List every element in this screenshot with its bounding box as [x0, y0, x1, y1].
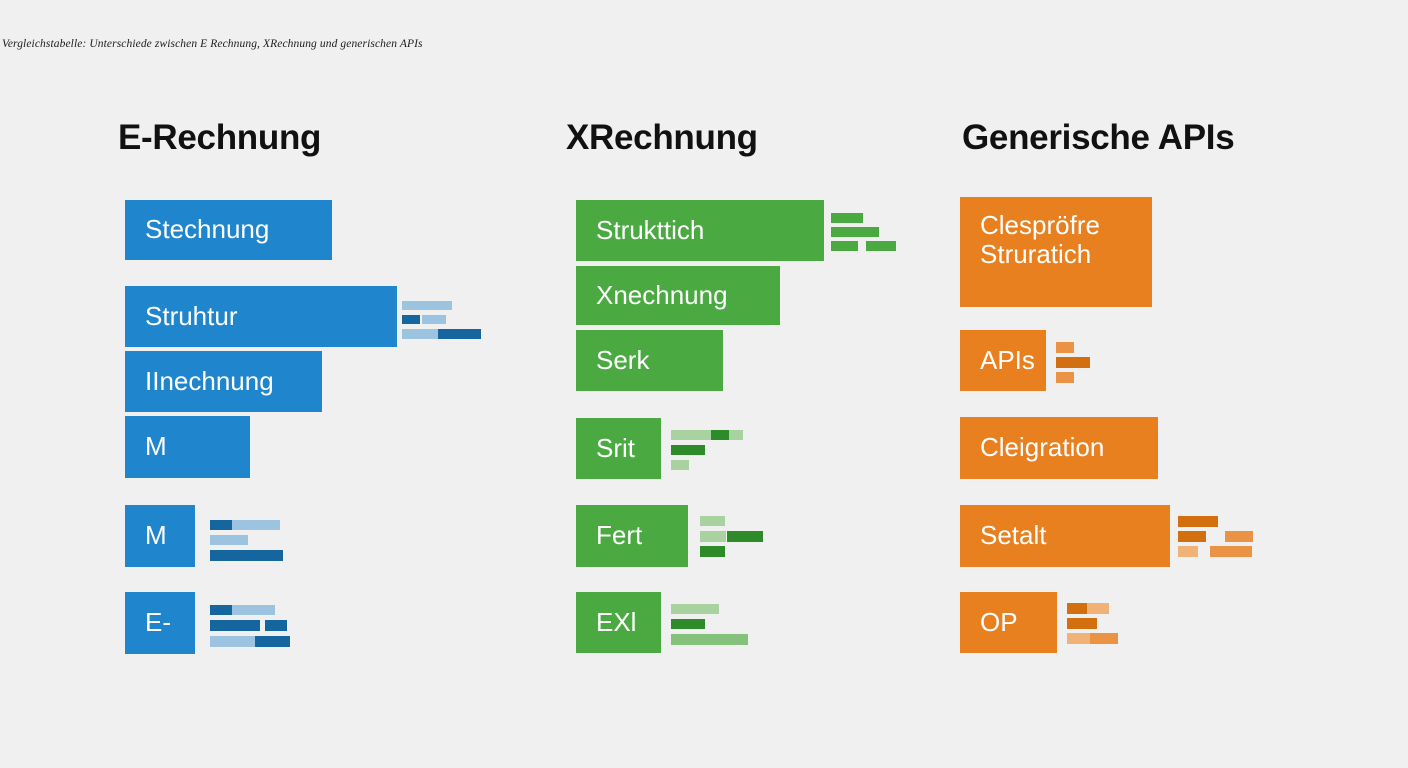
bar-xrechnung-3[interactable]: Srit: [576, 418, 661, 479]
bar-label: M: [145, 520, 167, 551]
detail-mark: [402, 315, 420, 324]
bar-xrechnung-4[interactable]: Fert: [576, 505, 688, 567]
detail-mark: [866, 241, 896, 251]
detail-mark: [729, 430, 743, 440]
detail-mark: [265, 620, 287, 631]
bar-detail-marks-xrechnung-4: [576, 505, 976, 567]
detail-mark: [1178, 516, 1218, 527]
detail-mark: [1087, 603, 1109, 614]
detail-mark: [831, 241, 858, 251]
detail-mark: [210, 620, 260, 631]
detail-mark: [255, 636, 290, 647]
detail-mark: [1178, 531, 1206, 542]
detail-mark: [1056, 372, 1074, 383]
detail-mark: [210, 520, 232, 530]
detail-mark: [700, 516, 725, 526]
bar-e-rechnung-1[interactable]: Struhtur: [125, 286, 397, 347]
bar-xrechnung-5[interactable]: EXl: [576, 592, 661, 653]
detail-mark: [1178, 546, 1198, 557]
detail-mark: [671, 634, 748, 645]
detail-mark: [700, 546, 725, 557]
bar-detail-marks-xrechnung-0: [576, 200, 976, 261]
detail-mark: [1067, 633, 1090, 644]
bar-detail-marks-e-rechnung-5: [125, 592, 525, 654]
detail-mark: [671, 619, 705, 629]
bar-label: IInechnung: [145, 365, 274, 396]
bar-label: APIs: [980, 344, 1035, 375]
detail-mark: [1056, 342, 1074, 353]
detail-mark: [711, 430, 729, 440]
figure-caption: Vergleichstabelle: Unterschiede zwischen…: [2, 38, 423, 50]
bar-label: OP: [980, 606, 1018, 637]
bar-label-line: Struratich: [980, 239, 1092, 270]
bar-generische-apis-4[interactable]: OP: [960, 592, 1057, 653]
detail-mark: [232, 605, 275, 615]
bar-xrechnung-0[interactable]: Strukttich: [576, 200, 824, 261]
bar-detail-marks-generische-apis-4: [960, 592, 1360, 653]
detail-mark: [671, 460, 689, 470]
bar-detail-marks-e-rechnung-1: [125, 286, 525, 347]
bar-generische-apis-1[interactable]: APIs: [960, 330, 1046, 391]
detail-mark: [831, 213, 863, 223]
bar-label: Xnechnung: [596, 279, 728, 310]
detail-mark: [671, 430, 711, 440]
bar-detail-marks-generische-apis-3: [960, 505, 1360, 567]
column-heading-e-rechnung: E-Rechnung: [118, 118, 322, 157]
bar-label: Srit: [596, 432, 635, 463]
bar-xrechnung-1[interactable]: Xnechnung: [576, 266, 780, 325]
column-heading-xrechnung: XRechnung: [566, 118, 758, 157]
bar-e-rechnung-5[interactable]: E-: [125, 592, 195, 654]
bar-e-rechnung-0[interactable]: Stechnung: [125, 200, 332, 260]
bar-label: M: [145, 431, 167, 462]
detail-mark: [671, 445, 705, 455]
bar-e-rechnung-3[interactable]: M: [125, 416, 250, 478]
bar-detail-marks-generische-apis-1: [960, 330, 1360, 391]
detail-mark: [402, 301, 452, 310]
bar-label: Serk: [596, 344, 650, 375]
bar-detail-marks-e-rechnung-4: [125, 505, 525, 567]
bar-label: Setalt: [980, 520, 1047, 551]
bar-label: E-: [145, 607, 171, 638]
bar-label: EXl: [596, 606, 637, 637]
bar-label: Strukttich: [596, 214, 705, 245]
bar-label: Stechnung: [145, 214, 270, 245]
detail-mark: [1067, 618, 1097, 629]
detail-mark: [1090, 633, 1118, 644]
detail-mark: [232, 520, 280, 530]
detail-mark: [210, 550, 283, 561]
detail-mark: [1056, 357, 1090, 368]
bar-detail-marks-xrechnung-3: [576, 418, 976, 479]
detail-mark: [671, 604, 719, 614]
detail-mark: [727, 531, 763, 542]
bar-e-rechnung-4[interactable]: M: [125, 505, 195, 567]
detail-mark: [210, 605, 232, 615]
column-heading-generische-apis: Generische APIs: [962, 118, 1235, 157]
bar-label-line: Clespröfre: [980, 210, 1100, 240]
bar-e-rechnung-2[interactable]: IInechnung: [125, 351, 322, 412]
bar-xrechnung-2[interactable]: Serk: [576, 330, 723, 391]
detail-mark: [210, 535, 248, 545]
detail-mark: [438, 329, 481, 339]
detail-mark: [422, 315, 446, 324]
detail-mark: [210, 636, 255, 647]
detail-mark: [402, 329, 438, 339]
detail-mark: [831, 227, 879, 237]
bar-label: Fert: [596, 520, 643, 551]
bar-detail-marks-xrechnung-5: [576, 592, 976, 653]
detail-mark: [1225, 531, 1253, 542]
detail-mark: [1210, 546, 1252, 557]
detail-mark: [700, 531, 726, 542]
bar-label: Struhtur: [145, 300, 238, 331]
bar-generische-apis-2[interactable]: Cleigration: [960, 417, 1158, 479]
bar-generische-apis-3[interactable]: Setalt: [960, 505, 1170, 567]
bar-label: Cleigration: [980, 432, 1105, 463]
detail-mark: [1067, 603, 1087, 614]
